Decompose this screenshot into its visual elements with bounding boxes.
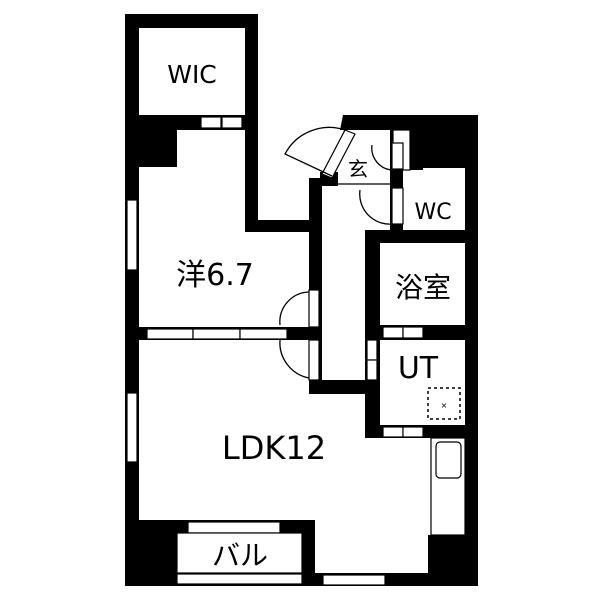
room-label-utility: UT: [398, 351, 439, 386]
wc-door-swing: [359, 189, 393, 225]
entrance-door[interactable]: [321, 129, 356, 179]
room-label-entrance: 玄: [348, 157, 368, 181]
door-swings: [279, 126, 393, 379]
western-door-swing: [279, 291, 310, 326]
ldk-door-swing: [279, 339, 310, 379]
windows-and-fixtures: ×: [126, 116, 466, 586]
room-label-ldk: LDK12: [222, 429, 326, 467]
room-labels: WIC 玄 WC 洋6.7 浴室 UT LDK12 バル: [167, 60, 451, 572]
room-label-balcony: バル: [212, 539, 268, 572]
entrance-door-swing: [284, 126, 346, 177]
room-label-wic: WIC: [167, 60, 217, 89]
washer-space-icon: [427, 387, 461, 420]
sink-icon: [435, 441, 462, 479]
room-label-western: 洋6.7: [176, 258, 254, 293]
svg-text:×: ×: [441, 401, 448, 410]
room-label-bath: 浴室: [395, 271, 451, 304]
balcony-box: [176, 532, 303, 574]
room-label-wc: WC: [414, 200, 451, 225]
closet-door-swing: [371, 144, 393, 171]
